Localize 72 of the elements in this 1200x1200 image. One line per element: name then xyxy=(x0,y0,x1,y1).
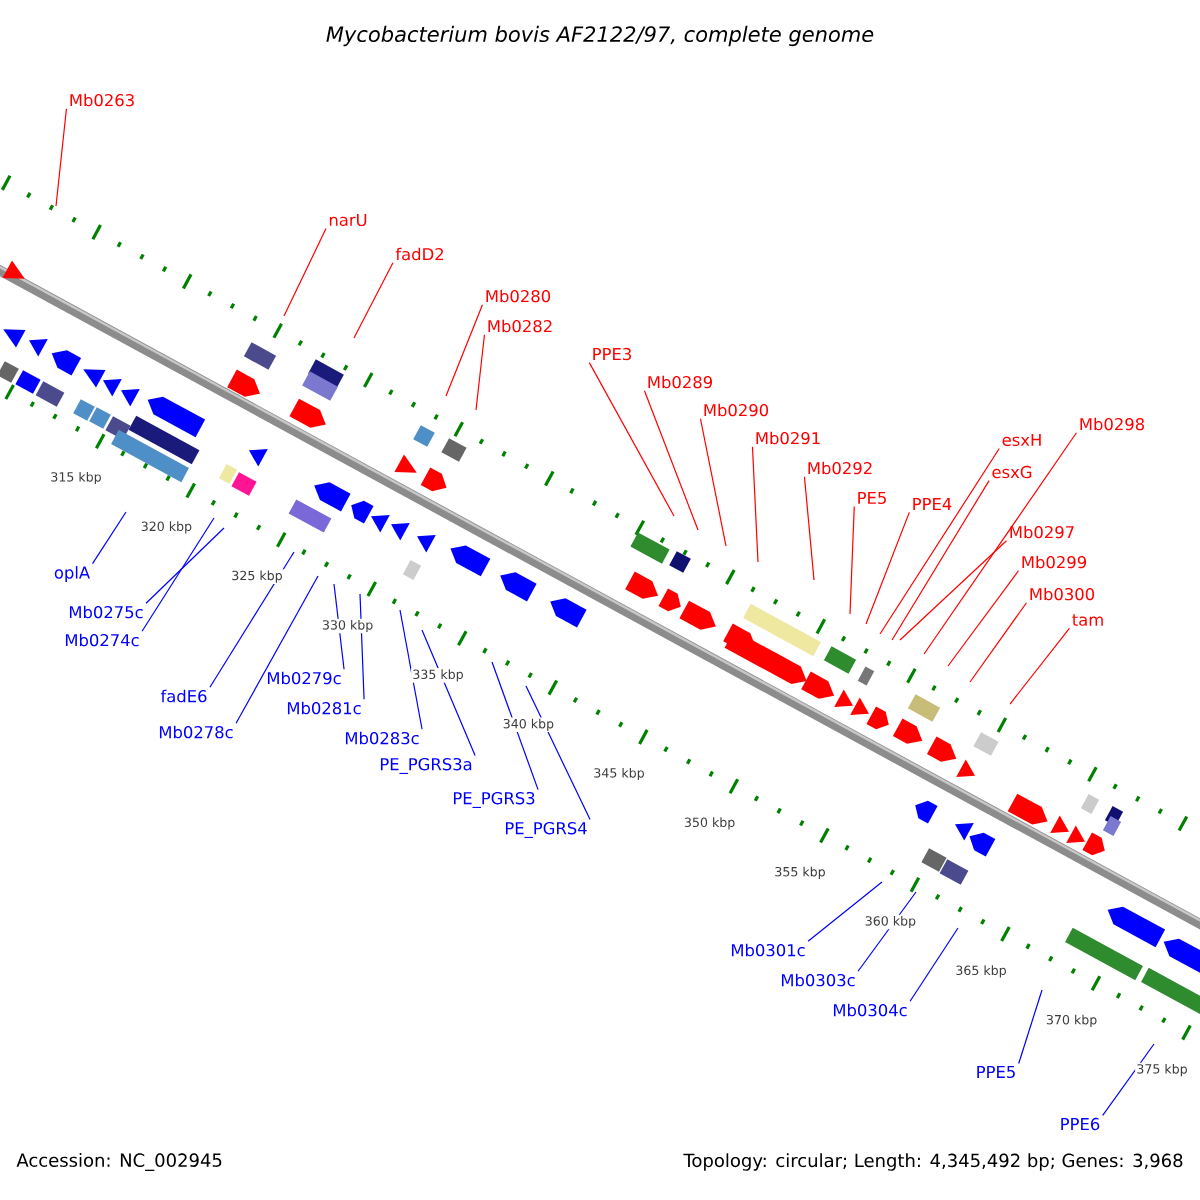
leader-line xyxy=(909,927,959,1002)
gene-label: PPE4 xyxy=(913,498,952,510)
leader-line xyxy=(399,609,423,730)
footer-text: Topology: circular; Length: 4,345,492 bp; Genes: 3,968 xyxy=(683,1153,1183,1171)
leader-line xyxy=(807,881,883,942)
leader-line xyxy=(145,527,225,604)
gene-label: PE5 xyxy=(858,491,886,505)
leader-line xyxy=(751,446,759,563)
leader-line xyxy=(1018,989,1043,1065)
gene-label: Mb0275c xyxy=(69,605,143,619)
gene-label: fadD2 xyxy=(395,247,443,261)
gene-label: Mb0292 xyxy=(808,461,872,475)
gene-label: tam xyxy=(1072,614,1103,626)
gene-label: Mb0299 xyxy=(1022,555,1086,569)
gene-label: Mb0289 xyxy=(648,375,712,389)
leader-line xyxy=(333,583,345,670)
leader-line xyxy=(353,262,394,339)
leader-line xyxy=(359,593,365,700)
gene-label: Mb0282 xyxy=(488,319,552,333)
footer-text: Accession: NC_002945 xyxy=(16,1153,222,1171)
gene-label: Mb0298 xyxy=(1080,417,1145,431)
gene-label: esxG xyxy=(992,465,1032,479)
gene-label: Mb0279c xyxy=(267,671,341,685)
gene-label: esxH xyxy=(1002,433,1041,447)
gene-label: Mb0290 xyxy=(704,403,769,417)
leader-line xyxy=(91,511,127,565)
gene-label: PE_PGRS3a xyxy=(380,758,472,774)
leader-line xyxy=(1009,627,1070,705)
gene-label: Mb0301c xyxy=(731,943,805,957)
leader-line xyxy=(475,334,486,411)
gene-label: narU xyxy=(329,213,367,227)
leader-line xyxy=(1102,1043,1155,1116)
gene-label: Mb0303c xyxy=(781,973,855,987)
gene-label: oplA xyxy=(54,566,90,582)
leader-line xyxy=(55,108,68,207)
gene-label: PPE5 xyxy=(977,1065,1015,1079)
leader-line xyxy=(491,661,539,791)
leader-line xyxy=(283,227,327,317)
leader-line xyxy=(899,540,1008,641)
gene-label: Mb0283c xyxy=(345,731,419,745)
leader-line xyxy=(209,551,295,688)
leader-line xyxy=(947,570,1020,667)
leader-line xyxy=(525,685,591,821)
leader-line xyxy=(235,575,319,724)
leader-line xyxy=(445,304,484,397)
leader-line xyxy=(643,390,699,531)
gene-label: Mb0300 xyxy=(1030,587,1095,601)
leader-line xyxy=(421,629,476,757)
gene-label: fadE6 xyxy=(160,689,207,703)
gene-label: Mb0263 xyxy=(70,93,134,107)
leader-line xyxy=(141,517,215,632)
leader-line xyxy=(891,480,990,641)
leader-line xyxy=(969,602,1028,683)
gene-label: Mb0297 xyxy=(1010,525,1074,539)
title: Mycobacterium bovis AF2122/97, complete genome xyxy=(326,25,874,47)
leader-line xyxy=(849,505,855,615)
gene-label: Mb0278c xyxy=(159,725,233,739)
leader-line xyxy=(588,362,675,517)
leader-line xyxy=(699,418,727,547)
leader-line xyxy=(879,447,1000,635)
gene-label: PE_PGRS3 xyxy=(453,792,535,808)
gene-label: Mb0304c xyxy=(833,1003,907,1017)
gene-label: PE_PGRS4 xyxy=(505,822,587,838)
gene-label: Mb0280 xyxy=(486,289,551,303)
leader-line xyxy=(803,476,815,581)
gene-label: Mb0281c xyxy=(287,701,361,715)
leader-line xyxy=(865,511,910,625)
leader-line xyxy=(923,432,1078,655)
gene-label: PPE3 xyxy=(593,347,631,361)
gene-label: Mb0291 xyxy=(756,431,820,445)
gene-label: Mb0274c xyxy=(65,633,139,647)
gene-label: PPE6 xyxy=(1061,1117,1100,1131)
